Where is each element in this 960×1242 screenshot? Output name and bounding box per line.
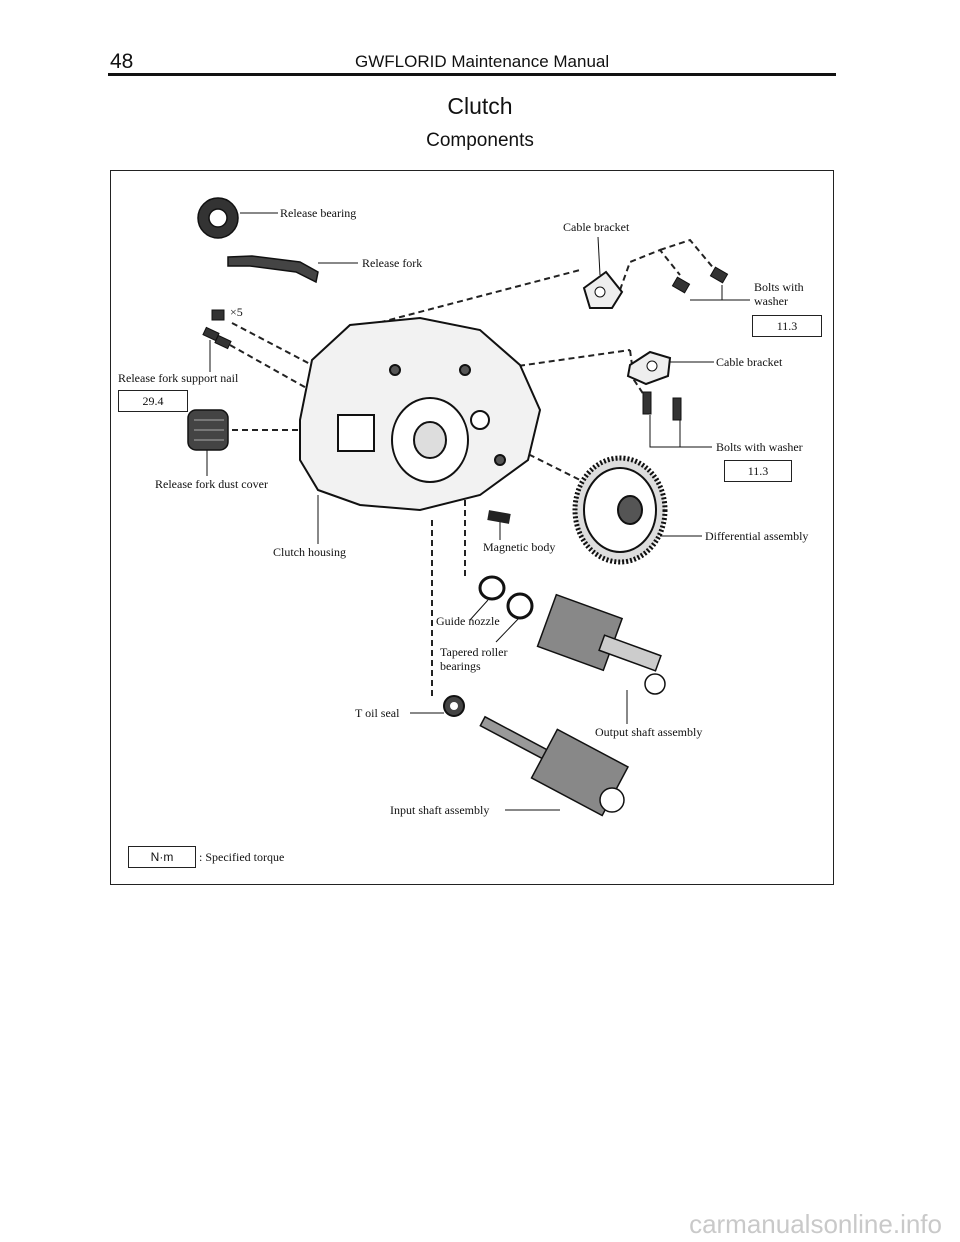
bolts-top-part — [671, 266, 729, 294]
label-cable-bracket-mid: Cable bracket — [716, 355, 783, 369]
release-fork-dust-cover-part — [187, 409, 229, 451]
tapered-roller-bearing-part — [506, 592, 534, 620]
label-bolts-with-washer-mid: Bolts with washer — [716, 440, 803, 454]
input-shaft-assembly-part — [479, 715, 630, 817]
section-subtitle: Components — [426, 130, 534, 151]
t-oil-seal-part — [443, 695, 465, 717]
label-bolts-with-washer-top-line1: Bolts with — [754, 280, 804, 294]
differential-assembly-part — [572, 455, 668, 565]
label-release-fork: Release fork — [362, 256, 423, 270]
manual-title: GWFLORID Maintenance Manual — [355, 52, 610, 71]
release-bearing-part — [197, 197, 239, 239]
magnetic-body-part — [487, 510, 511, 524]
watermark: carmanualsonline.info — [689, 1209, 942, 1239]
section-title: Clutch — [447, 93, 513, 119]
label-bolts-with-washer-top-line2: washer — [754, 294, 788, 308]
label-cable-bracket-top: Cable bracket — [563, 220, 630, 234]
label-tapered-roller-line1: Tapered roller — [440, 645, 508, 659]
bolts-mid-part — [642, 391, 682, 421]
torque-unit-legend-box: N·m — [128, 846, 196, 868]
release-fork-part — [227, 255, 319, 284]
label-guide-nozzle: Guide nozzle — [436, 614, 500, 628]
label-release-fork-dust-cover: Release fork dust cover — [155, 477, 268, 491]
guide-nozzle-part — [478, 575, 506, 601]
label-t-oil-seal: T oil seal — [355, 706, 400, 720]
label-release-bearing: Release bearing — [280, 206, 357, 220]
label-release-fork-support-nail: Release fork support nail — [118, 371, 239, 385]
cable-bracket-top-part — [582, 270, 624, 309]
torque-box-mid-bolts: 11.3 — [724, 460, 792, 482]
output-shaft-assembly-part — [536, 593, 666, 695]
clutch-housing-part — [299, 316, 542, 512]
label-magnetic-body: Magnetic body — [483, 540, 556, 554]
label-clutch-housing: Clutch housing — [273, 545, 347, 559]
torque-box-top-bolts: 11.3 — [752, 315, 822, 337]
label-differential-assembly: Differential assembly — [705, 529, 809, 543]
label-tapered-roller-line2: bearings — [440, 659, 481, 673]
torque-box-support-nail: 29.4 — [118, 390, 188, 412]
label-input-shaft-assembly: Input shaft assembly — [390, 803, 490, 817]
label-specified-torque: : Specified torque — [199, 850, 285, 864]
cable-bracket-mid-part — [626, 350, 672, 386]
label-output-shaft-assembly: Output shaft assembly — [595, 725, 703, 739]
figure-frame — [110, 170, 834, 885]
header-rule — [108, 73, 836, 76]
label-times-five: ×5 — [230, 305, 243, 319]
page-number: 48 — [110, 50, 134, 73]
support-nail-part — [202, 309, 232, 350]
